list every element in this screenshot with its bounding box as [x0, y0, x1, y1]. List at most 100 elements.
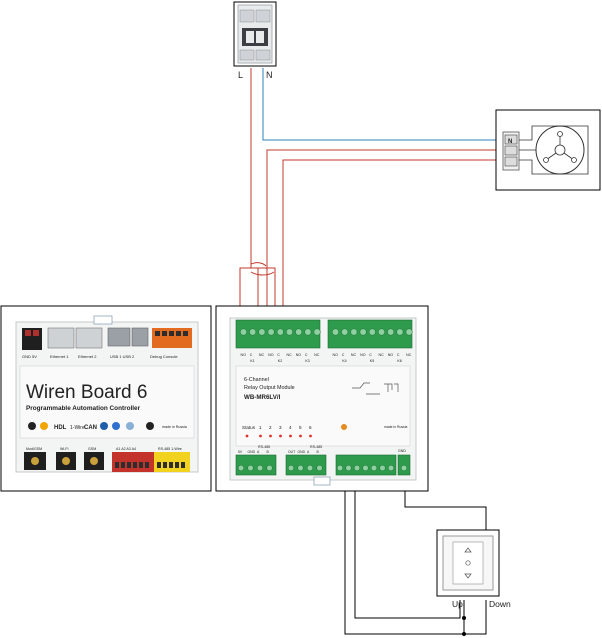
- wb6-logo-hdl: HDL: [54, 425, 67, 431]
- channel-number: 3: [279, 425, 282, 430]
- motor: N: [495, 109, 601, 191]
- terminal-screw: [405, 328, 413, 336]
- wire-switch-up: [354, 462, 461, 619]
- switch-label-down: Down: [489, 599, 511, 609]
- terminal-screw: [362, 464, 369, 472]
- relay-group-label: K4: [342, 359, 346, 363]
- terminal-label: NO: [333, 353, 339, 357]
- terminal-screw: [350, 328, 358, 336]
- channel-number: 6: [309, 425, 312, 430]
- bottom-terminal-label: 5V: [238, 450, 243, 454]
- relay-group-label: K6: [397, 359, 401, 363]
- switch-label-up: Up: [452, 599, 463, 609]
- terminal-screw: [316, 464, 323, 472]
- channel-led: [289, 434, 292, 438]
- terminal-label: C: [397, 353, 400, 357]
- terminal-screw: [258, 328, 266, 336]
- terminal-screw: [378, 328, 385, 336]
- terminal-screw: [368, 328, 376, 336]
- linux-icon: [28, 422, 36, 430]
- switch-dot-icon: [465, 560, 471, 566]
- channel-led: [279, 434, 282, 438]
- terminal-screw: [345, 464, 352, 472]
- relay-title-line2: Relay Output Module: [244, 385, 295, 391]
- terminal-screw: [370, 464, 378, 472]
- channel-number: 2: [269, 425, 272, 430]
- relay-group-label: K5: [370, 359, 374, 363]
- terminal-screw: [379, 464, 386, 472]
- terminal-screw: [332, 328, 339, 336]
- wb6-button: [146, 422, 154, 430]
- terminal-screw: [387, 464, 395, 472]
- terminal-label: NO: [241, 353, 247, 357]
- zwave-icon: [100, 422, 108, 430]
- relay-rs485-left: RS-485: [258, 445, 270, 449]
- arrow-down-icon: [464, 573, 472, 579]
- channel-led: [299, 434, 302, 438]
- bottom-terminal-label: A: [257, 450, 260, 454]
- terminal-screw: [341, 328, 349, 336]
- terminal-screw: [237, 464, 245, 472]
- terminal-label: NO: [296, 353, 302, 357]
- wire-l-main: [250, 68, 259, 323]
- terminal-screw: [256, 464, 264, 472]
- terminal-label: C: [277, 353, 280, 357]
- wb6-brand-title: Wiren Board 6: [26, 382, 147, 403]
- terminal-screw: [267, 328, 275, 336]
- terminal-label: NO: [388, 353, 394, 357]
- relay-group-label: K3: [305, 359, 309, 363]
- terminal-label: NC: [287, 353, 293, 357]
- wb6-logo-onewire: 1-Wire: [70, 425, 85, 431]
- wall-switch: Up Down: [436, 529, 511, 609]
- terminal-screw: [247, 464, 254, 472]
- terminal-screw: [297, 464, 304, 472]
- channel-number: 4: [289, 425, 292, 430]
- relay-title-line1: 6-Channel: [244, 377, 269, 383]
- terminal-label: NC: [259, 353, 265, 357]
- svg-text:Mod/GSM: Mod/GSM: [26, 447, 42, 451]
- terminal-screw: [240, 328, 247, 336]
- wire-motor-2: [282, 159, 510, 323]
- terminal-screw: [396, 328, 404, 336]
- svg-text:Debug Console: Debug Console: [150, 354, 178, 359]
- bottom-terminal-label: B: [267, 450, 270, 454]
- relay-model: WB-MR6LV/I: [244, 394, 281, 401]
- wire-l-bridge-3: [250, 262, 267, 267]
- relay-made-in: made in Russia: [384, 425, 407, 429]
- relay-gnd-label: GND: [398, 449, 406, 453]
- terminal-screw: [400, 464, 408, 472]
- terminal-screw: [266, 464, 273, 472]
- bluetooth-icon: [112, 422, 120, 430]
- terminal-screw: [287, 464, 295, 472]
- channel-led: [309, 434, 312, 438]
- relay-group-label: K1: [250, 359, 254, 363]
- bottom-terminal-label: GND: [248, 450, 256, 454]
- terminal-label: NC: [406, 353, 412, 357]
- bottom-terminal-label: GND: [298, 450, 306, 454]
- relay-status-label: Status: [242, 425, 256, 430]
- bottom-terminal-label: B: [317, 450, 320, 454]
- wire-motor-1: [266, 149, 510, 323]
- breaker-label-n: N: [266, 70, 273, 80]
- terminal-label: NC: [379, 353, 385, 357]
- relay-sun-icon: [341, 424, 347, 430]
- terminal-label: NO: [268, 353, 274, 357]
- terminal-screw: [249, 328, 257, 336]
- terminal-screw: [306, 464, 314, 472]
- wirenboard-controller: GND 5V Ethernet 1 Ethernet 2 USB 1 USB 2…: [0, 305, 212, 492]
- svg-text:A1 A2 A3 A4: A1 A2 A3 A4: [116, 447, 136, 451]
- top-terminal-screws: [240, 328, 413, 336]
- status-led: [245, 434, 249, 438]
- bottom-terminal-screws: [237, 464, 408, 472]
- terminal-label: C: [342, 353, 345, 357]
- svg-text:Ethernet 2: Ethernet 2: [78, 354, 97, 359]
- wb6-brand-subtitle: Programmable Automation Controller: [26, 405, 141, 412]
- terminal-label: C: [305, 353, 308, 357]
- globe-icon: [126, 422, 134, 430]
